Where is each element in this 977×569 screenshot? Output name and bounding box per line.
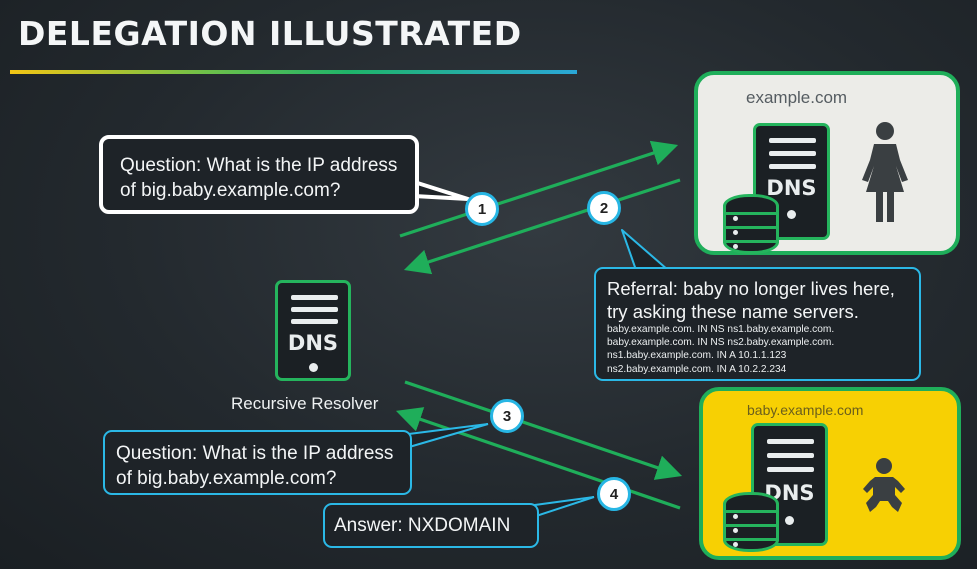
referral-record: ns1.baby.example.com. IN A 10.1.1.123 (607, 350, 787, 362)
zone-baby-example-com: baby.example.com (699, 387, 961, 560)
referral-line-2: try asking these name servers. (607, 301, 859, 322)
question-bubble-2: Question: What is the IP address of big.… (103, 430, 412, 495)
arrow-query-to-parent (399, 140, 679, 238)
dns-label: DNS (287, 331, 339, 355)
dns-label: DNS (766, 176, 817, 200)
title-underline (10, 70, 577, 74)
question-line-2: of big.baby.example.com? (116, 468, 337, 489)
step-badge-4: 4 (597, 477, 631, 511)
question-line-2: of big.baby.example.com? (120, 180, 341, 201)
zone-name-label: example.com (746, 88, 848, 107)
referral-bubble: Referral: baby no longer lives here, try… (594, 267, 921, 381)
arrow-query-to-child (404, 380, 683, 480)
recursive-resolver-server: DNS (275, 280, 351, 381)
woman-icon (862, 122, 908, 222)
arrow-referral-to-resolver (403, 178, 681, 275)
referral-line-1: Referral: baby no longer lives here, (607, 278, 895, 299)
zone-name-label: baby.example.com (747, 402, 864, 418)
step-badge-2: 2 (587, 191, 621, 225)
baby-icon (863, 458, 905, 512)
step-badge-3: 3 (490, 399, 524, 433)
answer-bubble: Answer: NXDOMAIN (323, 503, 539, 548)
recursive-resolver-caption: Recursive Resolver (231, 394, 379, 413)
answer-text: Answer: NXDOMAIN (334, 515, 511, 536)
child-dns-server: DNS (751, 423, 828, 546)
referral-record: baby.example.com. IN NS ns1.baby.example… (607, 324, 835, 335)
parent-database-icon (723, 194, 779, 254)
question-bubble-1: Question: What is the IP address of big.… (99, 135, 419, 214)
step-badge-1: 1 (465, 192, 499, 226)
referral-record: ns2.baby.example.com. IN A 10.2.2.234 (607, 363, 787, 375)
referral-record: baby.example.com. IN NS ns2.baby.example… (607, 337, 835, 349)
question-line-1: Question: What is the IP address (116, 443, 394, 464)
slide-title: DELEGATION ILLUSTRATED (18, 14, 522, 53)
child-database-icon (723, 492, 779, 552)
question-line-1: Question: What is the IP address (120, 155, 398, 176)
